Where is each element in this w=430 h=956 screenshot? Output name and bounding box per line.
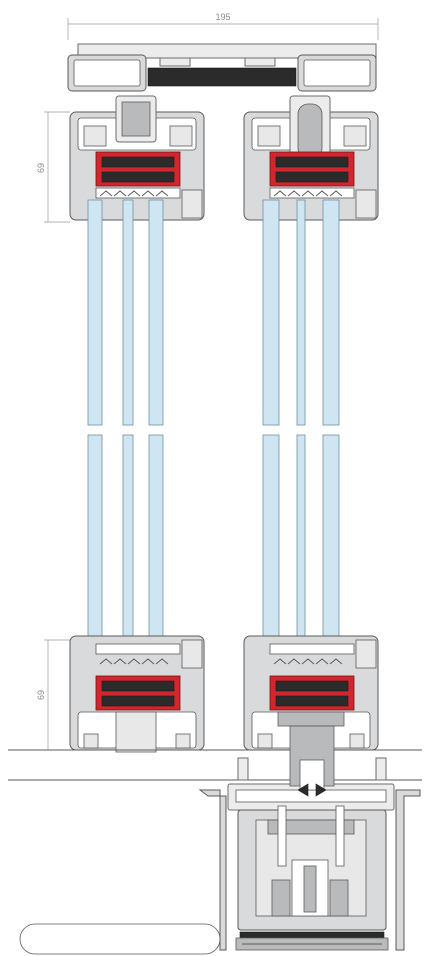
floor-pipe (19, 923, 221, 955)
left-glazing-lower (87, 434, 164, 646)
lower-height-label: 69 (36, 690, 46, 700)
head-frame (67, 43, 377, 92)
floor-threshold (8, 749, 422, 781)
left-glazing-upper (87, 199, 164, 426)
upper-height-label: 69 (36, 163, 46, 173)
right-glazing-lower (262, 434, 340, 646)
top-width-label: 195 (215, 12, 230, 22)
right-sash-top-profile (243, 95, 379, 221)
bottom-track (198, 725, 421, 951)
right-sash-bottom-profile (243, 635, 379, 751)
left-sash-bottom-profile (69, 635, 205, 753)
lower-height-dimension: 69 (36, 639, 70, 751)
upper-height-dimension: 69 (36, 111, 70, 223)
right-glazing-upper (262, 199, 340, 426)
left-sash-top-profile (69, 95, 205, 221)
top-dimension: 195 (67, 12, 379, 40)
